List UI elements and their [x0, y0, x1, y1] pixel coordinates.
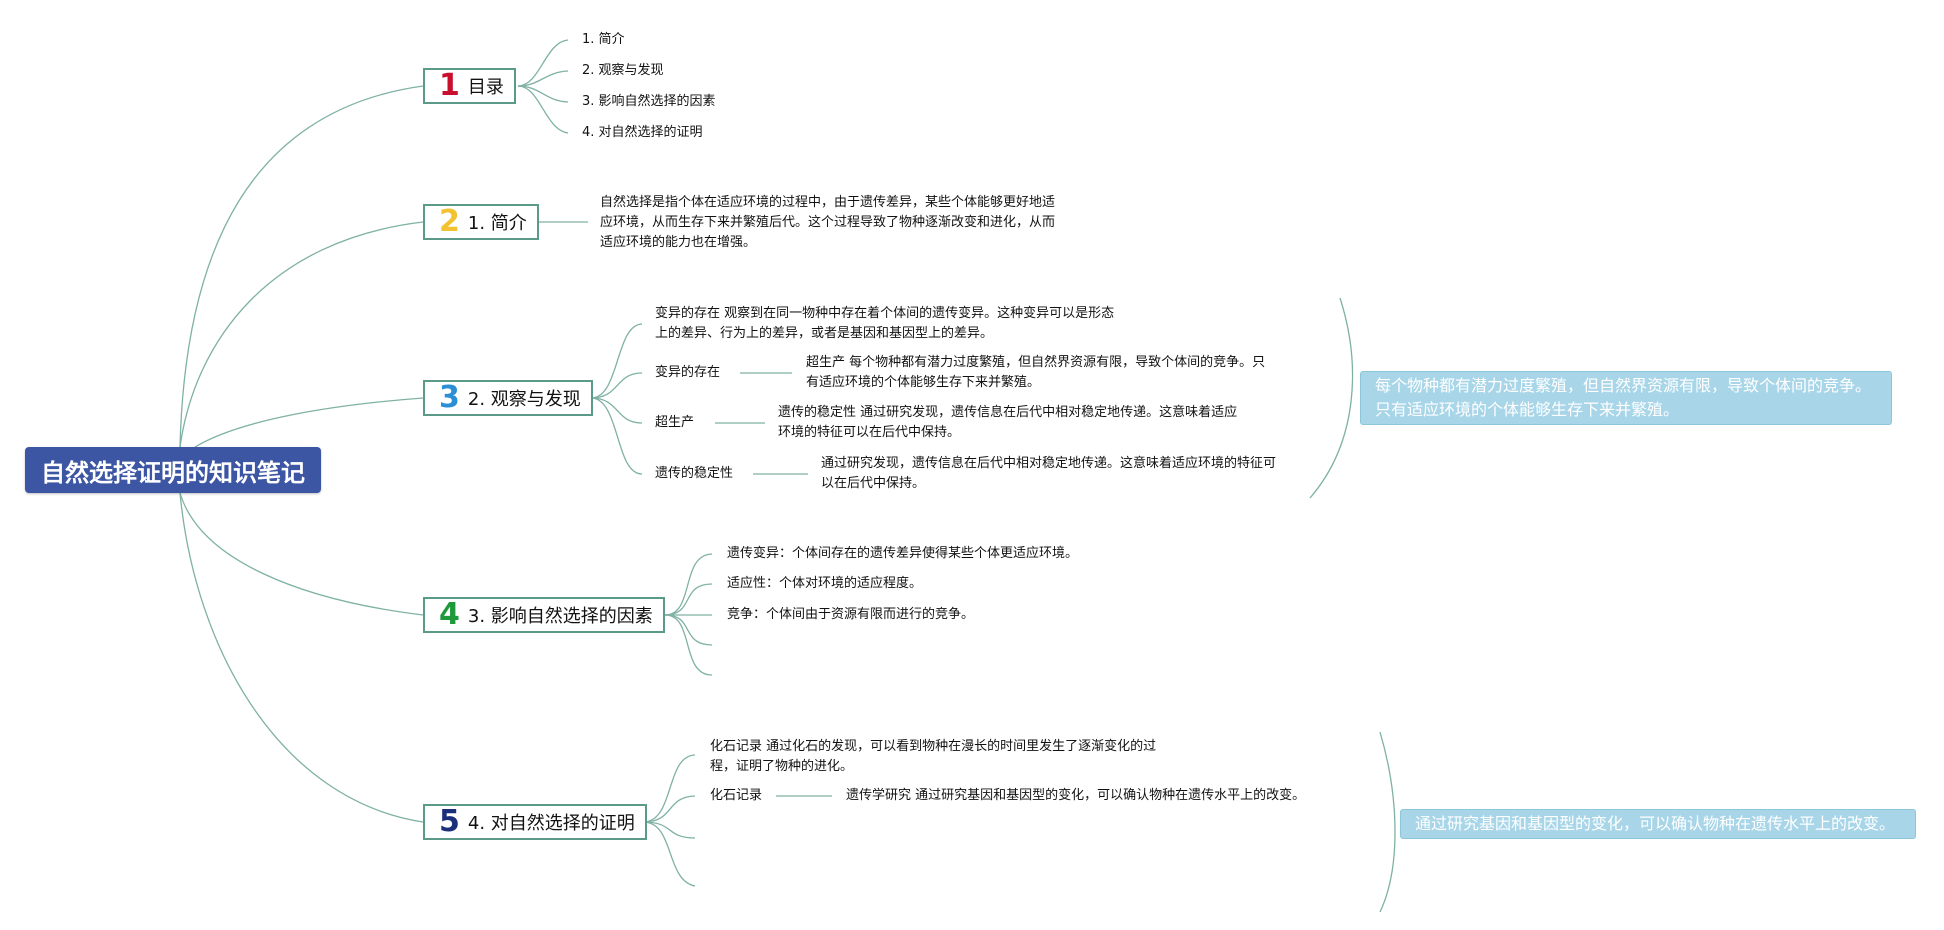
paragraph-line: 应环境，从而生存下来并繁殖后代。这个过程导致了物种逐渐改变和进化，从而 — [600, 215, 1056, 230]
branch-number: 2 — [439, 204, 460, 239]
text-line: 化石记录 通过化石的发现，可以看到物种在漫长的时间里发生了逐渐变化的过 — [710, 739, 1157, 754]
paragraph-line: 自然选择是指个体在适应环境的过程中，由于遗传差异，某些个体能够更好地适 — [600, 195, 1056, 210]
connector-root-b4 — [179, 492, 424, 616]
branch-number: 3 — [439, 380, 460, 415]
observation-item-detail[interactable]: 遗传的稳定性 通过研究发现，遗传信息在后代中相对稳定地传递。这意味着适应 环境的… — [778, 403, 1237, 443]
observation-text[interactable]: 变异的存在 观察到在同一物种中存在着个体间的遗传变异。这种变异可以是形态 上的差… — [655, 304, 1114, 344]
connector-root-b3 — [194, 397, 424, 448]
branch-observation[interactable]: 3 2. 观察与发现 — [423, 380, 593, 416]
toc-item[interactable]: 2. 观察与发现 — [582, 63, 664, 78]
text-line: 程，证明了物种的进化。 — [710, 759, 854, 774]
callout-line: 通过研究基因和基因型的变化，可以确认物种在遗传水平上的改变。 — [1415, 814, 1896, 833]
factor-item[interactable]: 竞争：个体间由于资源有限而进行的竞争。 — [727, 607, 975, 622]
text-line: 变异的存在 观察到在同一物种中存在着个体间的遗传变异。这种变异可以是形态 — [655, 306, 1115, 321]
evidence-text[interactable]: 化石记录 通过化石的发现，可以看到物种在漫长的时间里发生了逐渐变化的过 程，证明… — [710, 737, 1156, 777]
connector-root-b1 — [179, 85, 424, 448]
callout-line: 每个物种都有潜力过度繁殖，但自然界资源有限，导致个体间的竞争。 — [1375, 376, 1872, 395]
text-line: 通过研究发现，遗传信息在后代中相对稳定地传递。这意味着适应环境的特征可 — [821, 456, 1277, 471]
text-line: 超生产 每个物种都有潜力过度繁殖，但自然界资源有限，导致个体间的竞争。只 — [806, 355, 1266, 370]
observation-item-detail[interactable]: 通过研究发现，遗传信息在后代中相对稳定地传递。这意味着适应环境的特征可 以在后代… — [821, 454, 1276, 494]
branch-factors[interactable]: 4 3. 影响自然选择的因素 — [423, 597, 665, 633]
factor-item[interactable]: 遗传变异：个体间存在的遗传差异使得某些个体更适应环境。 — [727, 546, 1079, 561]
observation-item-label[interactable]: 超生产 — [655, 415, 695, 430]
branch-number: 4 — [439, 597, 460, 632]
intro-paragraph[interactable]: 自然选择是指个体在适应环境的过程中，由于遗传差异，某些个体能够更好地适 应环境，… — [600, 193, 1055, 253]
branch-label: 2. 观察与发现 — [467, 389, 581, 410]
branch-toc[interactable]: 1 目录 — [423, 68, 516, 104]
observation-item-detail[interactable]: 超生产 每个物种都有潜力过度繁殖，但自然界资源有限，导致个体间的竞争。只 有适应… — [806, 353, 1265, 393]
branch-label: 4. 对自然选择的证明 — [467, 813, 635, 834]
evidence-item-detail[interactable]: 遗传学研究 通过研究基因和基因型的变化，可以确认物种在遗传水平上的改变。 — [846, 788, 1306, 803]
branch-number: 1 — [439, 68, 460, 103]
toc-item[interactable]: 4. 对自然选择的证明 — [582, 125, 703, 140]
connector-root-b2 — [179, 221, 424, 448]
toc-item[interactable]: 3. 影响自然选择的因素 — [582, 94, 716, 109]
text-line: 以在后代中保持。 — [821, 476, 926, 491]
branch-label: 1. 简介 — [467, 213, 527, 234]
summary-callout-evidence[interactable]: 通过研究基因和基因型的变化，可以确认物种在遗传水平上的改变。 — [1400, 809, 1916, 839]
factor-item[interactable]: 适应性：个体对环境的适应程度。 — [727, 576, 923, 591]
text-line: 上的差异、行为上的差异，或者是基因和基因型上的差异。 — [655, 326, 994, 341]
evidence-item-label[interactable]: 化石记录 — [710, 788, 763, 803]
text-line: 有适应环境的个体能够生存下来并繁殖。 — [806, 375, 1041, 390]
observation-item-label[interactable]: 遗传的稳定性 — [655, 466, 734, 481]
summary-brace-b5 — [1379, 731, 1396, 913]
branch-intro[interactable]: 2 1. 简介 — [423, 204, 539, 240]
branch-label: 目录 — [467, 77, 504, 98]
observation-item-label[interactable]: 变异的存在 — [655, 365, 721, 380]
text-line: 环境的特征可以在后代中保持。 — [778, 425, 961, 440]
branch-number: 5 — [439, 804, 460, 839]
summary-brace-b3 — [1309, 297, 1354, 499]
callout-line: 只有适应环境的个体能够生存下来并繁殖。 — [1375, 400, 1680, 419]
toc-item[interactable]: 1. 简介 — [582, 32, 625, 47]
branch-evidence[interactable]: 5 4. 对自然选择的证明 — [423, 804, 647, 840]
paragraph-line: 适应环境的能力也在增强。 — [600, 235, 757, 250]
text-line: 遗传的稳定性 通过研究发现，遗传信息在后代中相对稳定地传递。这意味着适应 — [778, 405, 1238, 420]
root-topic[interactable]: 自然选择证明的知识笔记 — [25, 447, 321, 493]
connector-root-b5 — [179, 492, 424, 823]
branch-label: 3. 影响自然选择的因素 — [467, 606, 653, 627]
summary-callout-observation[interactable]: 每个物种都有潜力过度繁殖，但自然界资源有限，导致个体间的竞争。 只有适应环境的个… — [1360, 371, 1892, 425]
root-title: 自然选择证明的知识笔记 — [41, 458, 305, 487]
